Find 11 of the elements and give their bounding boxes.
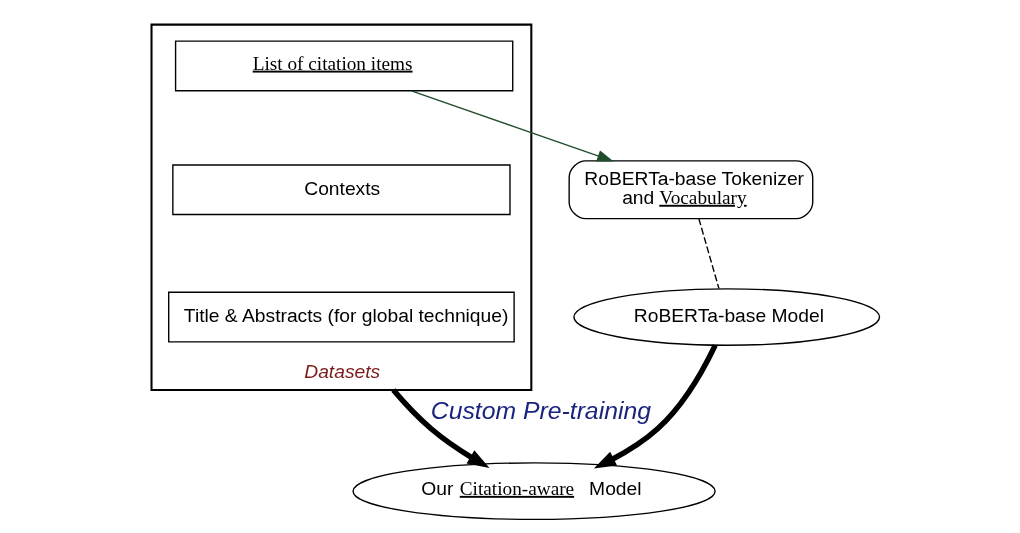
node-box: Title & Abstracts (for global technique) (168, 291, 515, 343)
connector (698, 218, 720, 290)
edge-label: Custom Pre-training (430, 397, 651, 425)
node-box: List of citation items (174, 40, 514, 92)
node-ellipse: Our Citation-aware Model (352, 462, 716, 521)
node-box: RoBERTa-base Tokenizer and Vocabulary (568, 160, 814, 220)
node-box: Contexts (172, 164, 511, 216)
arrow (410, 90, 614, 162)
node-ellipse: RoBERTa-base Model (573, 288, 881, 346)
arrow (391, 388, 490, 469)
arrow (593, 344, 718, 469)
